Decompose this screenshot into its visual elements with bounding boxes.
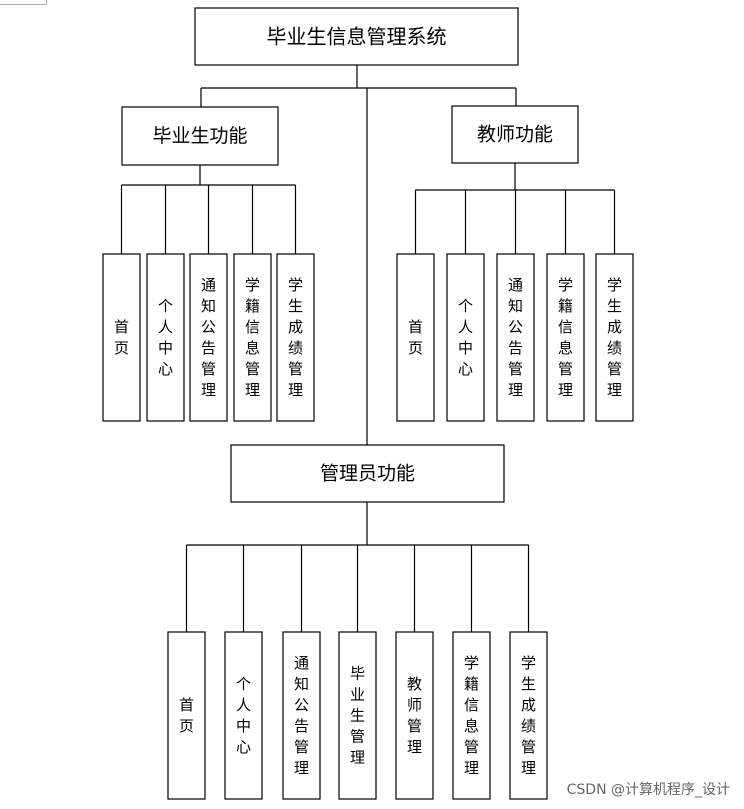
- node-admin-3: 毕业生管理: [338, 631, 377, 800]
- node-admin-4: 教师管理: [395, 631, 434, 800]
- node-admin-5-box: [452, 631, 491, 800]
- node-admin-5-label: 学籍信息管理: [464, 654, 479, 777]
- node-teacher-0-box: [396, 253, 435, 422]
- group-graduate-label: 毕业生功能: [152, 125, 247, 147]
- node-graduate-4-box: [276, 253, 315, 422]
- node-teacher-4-box: [595, 253, 634, 422]
- group-graduate-box: [121, 106, 279, 166]
- node-teacher-4-label: 学生成绩管理: [607, 276, 622, 399]
- root-node-label: 毕业生信息管理系统: [267, 25, 447, 49]
- node-admin-2: 通知公告管理: [282, 631, 321, 800]
- node-graduate-0: 首页: [102, 253, 141, 422]
- node-graduate-3: 学籍信息管理: [233, 253, 272, 422]
- node-admin-3-box: [338, 631, 377, 800]
- group-admin-label: 管理员功能: [320, 463, 415, 485]
- node-graduate-1-label: 个人中心: [158, 297, 173, 378]
- node-admin-6-label: 学生成绩管理: [521, 654, 536, 777]
- node-graduate-2: 通知公告管理: [189, 253, 228, 422]
- group-admin-box: [230, 444, 505, 503]
- node-graduate-0-box: [102, 253, 141, 422]
- group-graduate: 毕业生功能: [121, 106, 279, 166]
- node-admin-0-box: [167, 631, 206, 800]
- node-graduate-0-label: 首页: [114, 318, 129, 357]
- node-admin-1-label: 个人中心: [236, 675, 251, 756]
- node-admin-5: 学籍信息管理: [452, 631, 491, 800]
- node-admin-4-box: [395, 631, 434, 800]
- node-admin-6: 学生成绩管理: [509, 631, 548, 800]
- group-admin: 管理员功能: [230, 444, 505, 503]
- node-teacher-2: 通知公告管理: [496, 253, 535, 422]
- node-graduate-2-box: [189, 253, 228, 422]
- node-admin-3-label: 毕业生管理: [350, 665, 365, 767]
- node-admin-4-label: 教师管理: [407, 675, 422, 756]
- node-graduate-3-label: 学籍信息管理: [245, 276, 260, 399]
- watermark: CSDN @计算机程序_设计: [566, 782, 730, 798]
- group-teacher: 教师功能: [451, 105, 579, 164]
- node-admin-0-label: 首页: [179, 696, 194, 735]
- node-teacher-3-label: 学籍信息管理: [558, 276, 573, 399]
- node-graduate-1-box: [146, 253, 185, 422]
- node-teacher-0: 首页: [396, 253, 435, 422]
- root-node-box: [194, 7, 519, 66]
- node-graduate-2-label: 通知公告管理: [201, 276, 216, 399]
- group-teacher-label: 教师功能: [477, 124, 553, 146]
- node-teacher-1-box: [446, 253, 485, 422]
- node-teacher-1-label: 个人中心: [458, 297, 473, 378]
- node-teacher-2-label: 通知公告管理: [508, 276, 523, 399]
- node-graduate-4-label: 学生成绩管理: [288, 276, 303, 399]
- node-admin-2-label: 通知公告管理: [294, 654, 309, 777]
- group-teacher-box: [451, 105, 579, 164]
- node-teacher-0-label: 首页: [408, 318, 423, 357]
- root-node: 毕业生信息管理系统: [194, 7, 519, 66]
- node-admin-1-box: [224, 631, 263, 800]
- node-teacher-4: 学生成绩管理: [595, 253, 634, 422]
- node-graduate-1: 个人中心: [146, 253, 185, 422]
- node-admin-2-box: [282, 631, 321, 800]
- node-admin-1: 个人中心: [224, 631, 263, 800]
- node-admin-6-box: [509, 631, 548, 800]
- corner-mark: [0, 0, 47, 5]
- node-teacher-3: 学籍信息管理: [546, 253, 585, 422]
- node-teacher-2-box: [496, 253, 535, 422]
- node-admin-0: 首页: [167, 631, 206, 800]
- node-graduate-3-box: [233, 253, 272, 422]
- node-teacher-1: 个人中心: [446, 253, 485, 422]
- node-teacher-3-box: [546, 253, 585, 422]
- node-graduate-4: 学生成绩管理: [276, 253, 315, 422]
